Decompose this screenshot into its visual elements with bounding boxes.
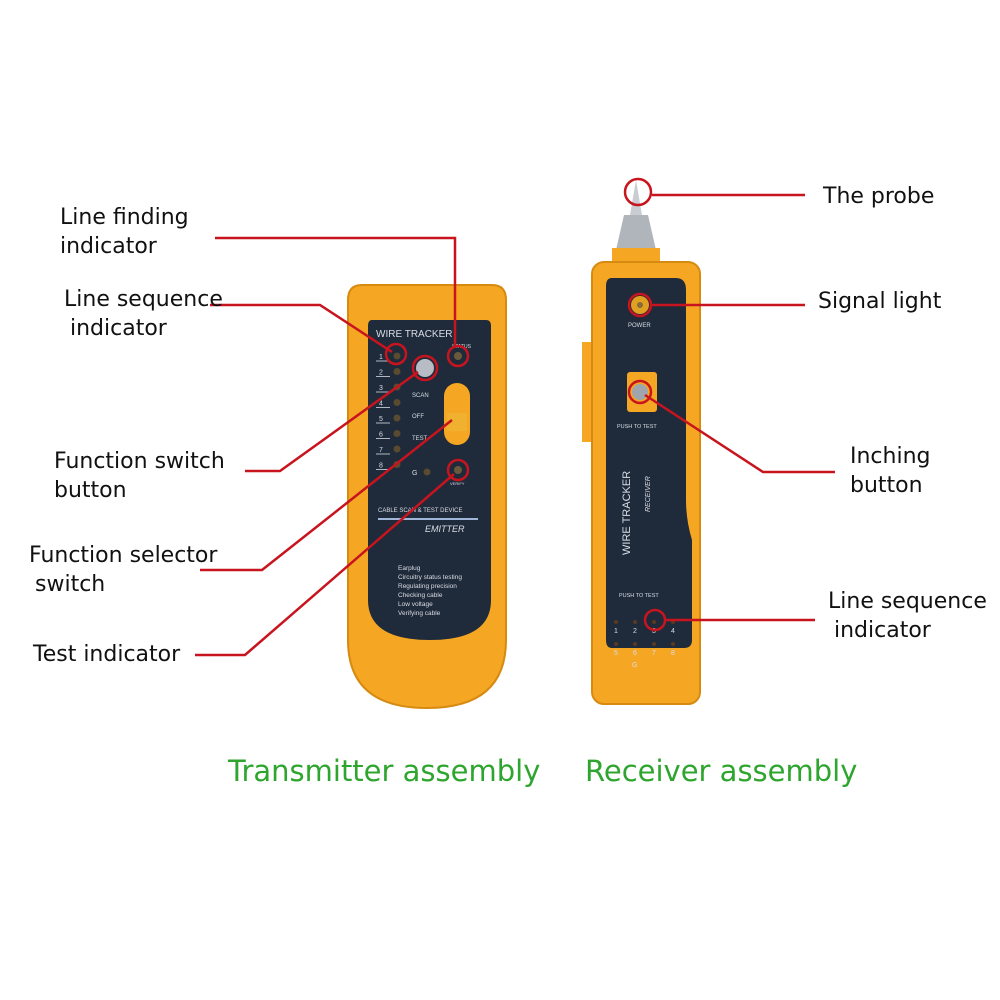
feature-item: Low voltage [398, 601, 433, 608]
label-test-indicator: Test indicator [33, 642, 181, 667]
mode-test: TEST [412, 436, 428, 442]
inching-button[interactable] [632, 384, 648, 400]
ground-led [423, 468, 431, 476]
sequence-led [393, 445, 401, 453]
probe-tip [630, 180, 642, 215]
sequence-number: 6 [379, 432, 383, 439]
label-the-probe: The probe [823, 184, 935, 209]
sequence-number: 2 [633, 628, 637, 635]
sequence-led [633, 642, 637, 646]
sequence-number: 4 [379, 401, 383, 408]
sequence-led [393, 399, 401, 406]
sequence-led [393, 368, 401, 375]
sequence-led [393, 430, 401, 437]
feature-item: Regulating precision [398, 583, 457, 590]
device-name: EMITTER [425, 524, 465, 534]
sequence-number: 3 [379, 385, 383, 392]
test-led [454, 466, 462, 474]
sequence-led [393, 414, 401, 422]
sequence-led [614, 642, 618, 646]
sequence-number: 1 [614, 628, 618, 635]
sequence-number: 3 [652, 628, 656, 635]
mode-scan: SCAN [412, 393, 429, 399]
sequence-number: 6 [633, 650, 637, 657]
mode-off: OFF [412, 414, 424, 420]
receiver-title: WIRE TRACKER [621, 471, 633, 555]
ground-label: G [632, 662, 637, 669]
push-to-test-label: PUSH TO TEST [617, 424, 657, 430]
feature-item: Earplug [398, 565, 421, 572]
ground-label: G [412, 470, 417, 477]
feature-item: Circuitry status testing [398, 574, 462, 581]
sequence-number: 4 [671, 628, 675, 635]
device-subtitle: CABLE SCAN & TEST DEVICE [378, 508, 462, 514]
sequence-led [671, 642, 675, 646]
device-title: WIRE TRACKER [376, 329, 453, 340]
sequence-number: 5 [379, 416, 383, 423]
receiver-name: RECEIVER [645, 476, 652, 512]
sequence-number: 8 [671, 650, 675, 657]
sequence-number: 7 [379, 447, 383, 454]
sequence-led [614, 620, 618, 624]
sequence-number: 8 [379, 463, 383, 470]
sequence-led [633, 620, 637, 624]
function-switch-button[interactable] [416, 359, 434, 377]
push-to-test-label-2: PUSH TO TEST [619, 593, 659, 599]
sequence-led [652, 642, 656, 646]
callout-lines [195, 177, 835, 657]
label-signal-light: Signal light [818, 289, 942, 314]
sequence-number: 7 [652, 650, 656, 657]
feature-item: Verifying cable [398, 610, 441, 617]
status-led [454, 352, 462, 360]
sequence-led [652, 620, 656, 624]
caption-receiver: Receiver assembly [585, 754, 858, 788]
receiver-device: POWER PUSH TO TEST WIRE TRACKER RECEIVER… [582, 180, 701, 705]
power-label: POWER [628, 323, 651, 329]
sequence-number: 1 [379, 354, 383, 361]
feature-item: Checking cable [398, 592, 443, 599]
sequence-number: 5 [614, 650, 618, 657]
caption-transmitter: Transmitter assembly [228, 754, 541, 788]
sequence-number: 2 [379, 370, 383, 377]
sequence-led [393, 352, 401, 360]
verify-label: VERIFY [450, 481, 465, 486]
